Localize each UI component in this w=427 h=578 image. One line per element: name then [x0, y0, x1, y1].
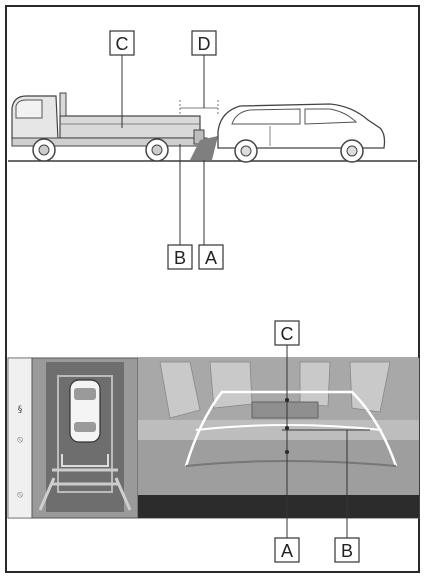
strip-icon-bottom: ⦸	[17, 490, 23, 500]
label-bottom-b: B	[341, 541, 353, 561]
bumper-area	[138, 495, 419, 518]
birds-eye-view	[32, 358, 138, 518]
label-bottom-a: A	[281, 541, 293, 561]
strip-icon-top: §	[18, 405, 23, 415]
truck-bed	[60, 116, 200, 138]
label-top-d: D	[198, 34, 211, 54]
label-top-b: B	[174, 248, 186, 268]
label-top-c: C	[116, 34, 129, 54]
strip-icon-mid: ⦸	[17, 435, 23, 445]
rear-camera-view	[138, 358, 419, 518]
label-bottom-c: C	[281, 324, 294, 344]
camera-object-truck-bed	[252, 402, 318, 418]
label-top-a: A	[205, 248, 217, 268]
